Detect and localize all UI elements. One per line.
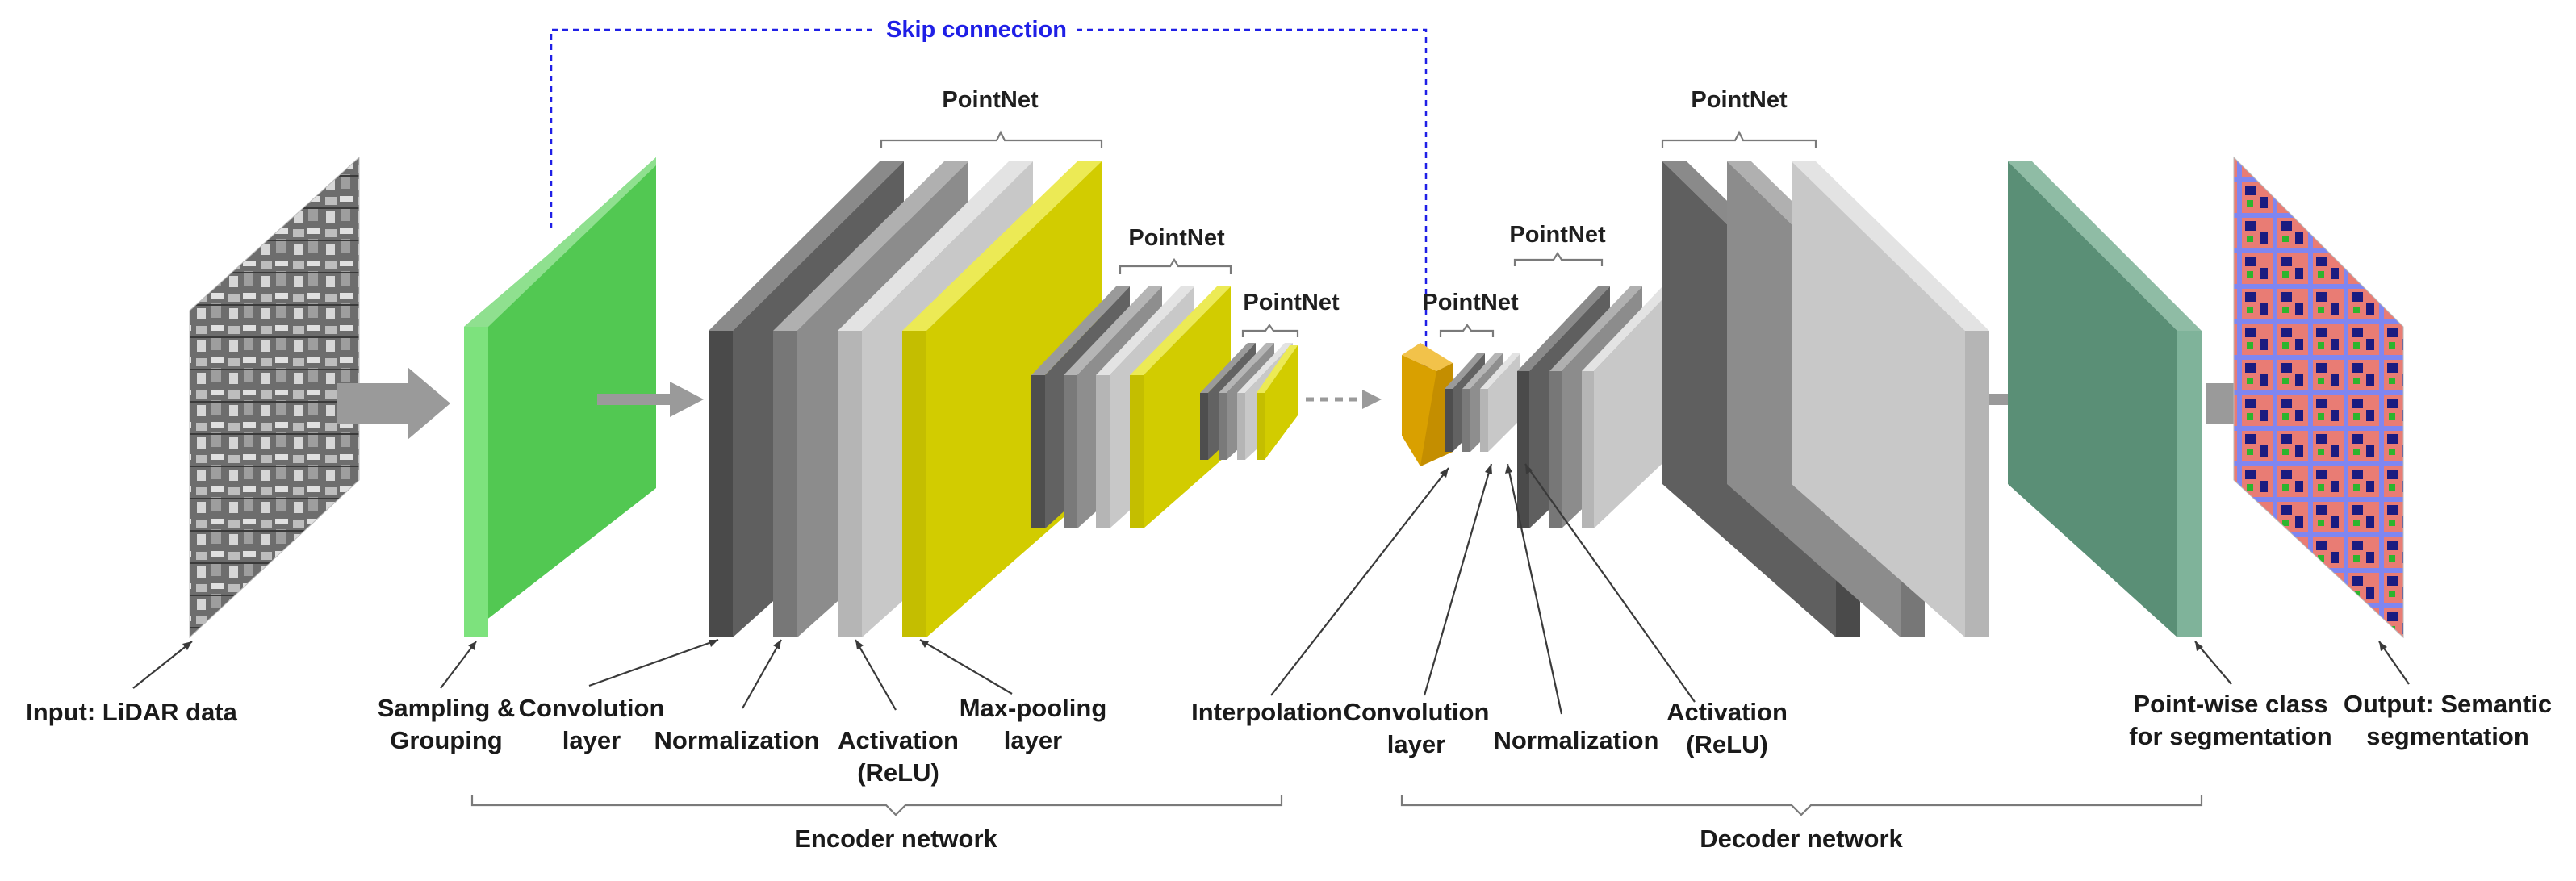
label-dec-conv-2: layer — [1387, 730, 1445, 758]
skip-connection: Skip connection — [550, 11, 1436, 374]
flow-arrow-dotted — [1306, 390, 1382, 409]
flow-arrow — [597, 382, 704, 417]
pointnet-label: PointNet — [1691, 87, 1788, 113]
pointwise-class-layer — [2008, 161, 2202, 637]
label-input: Input: LiDAR data — [26, 698, 238, 726]
label-sampling-1: Sampling & — [378, 694, 516, 722]
component-labels: Input: LiDAR data Sampling & Grouping Co… — [26, 690, 2552, 787]
decoder-block-2 — [1517, 286, 1675, 528]
label-maxpool-2: layer — [1004, 726, 1062, 754]
label-dec-conv-1: Convolution — [1344, 698, 1490, 726]
maxpool-layer-slab — [902, 161, 1102, 637]
pointnet-brace-4: PointNet — [1422, 290, 1519, 337]
pointnet-label: PointNet — [1128, 225, 1225, 251]
output-segmentation-image — [2233, 156, 2404, 639]
pointnet-brace-1: PointNet — [880, 87, 1103, 148]
label-dec-act-2: (ReLU) — [1686, 730, 1768, 758]
pointnet-brace-5: PointNet — [1509, 222, 1606, 266]
label-maxpool-1: Max-pooling — [960, 694, 1107, 722]
skip-connection-label: Skip connection — [886, 17, 1067, 43]
label-enc-act-2: (ReLU) — [857, 758, 939, 787]
pointnet-label: PointNet — [1243, 290, 1340, 315]
pointnet-label: PointNet — [1422, 290, 1519, 315]
decoder-section: Decoder network — [1400, 795, 2203, 853]
decoder-network-label: Decoder network — [1700, 825, 1903, 853]
sampling-grouping-layer — [464, 157, 656, 637]
label-interpolation: Interpolation — [1191, 698, 1343, 726]
pointnet-brace-3: PointNet — [1241, 290, 1340, 337]
label-dec-act-1: Activation — [1666, 698, 1788, 726]
label-output-1: Output: Semantic — [2344, 690, 2552, 718]
label-enc-act-1: Activation — [838, 726, 959, 754]
input-lidar-image — [189, 156, 360, 639]
label-enc-conv-2: layer — [562, 726, 621, 754]
decoder-block-3 — [1662, 161, 1989, 637]
label-pointwise-1: Point-wise class — [2133, 690, 2327, 718]
label-enc-norm: Normalization — [654, 726, 820, 754]
decoder-block-1 — [1445, 353, 1520, 452]
label-pointwise-2: for segmentation — [2129, 722, 2331, 750]
encoder-section: Encoder network — [470, 795, 1283, 853]
flow-arrow — [337, 367, 450, 440]
label-sampling-2: Grouping — [390, 726, 502, 754]
pointnet-label: PointNet — [1509, 222, 1606, 248]
encoder-network-label: Encoder network — [794, 825, 997, 853]
encoder-block-1 — [709, 161, 1102, 637]
label-output-2: segmentation — [2366, 722, 2529, 750]
pointnet-brace-6: PointNet — [1661, 87, 1817, 148]
encoder-block-2 — [1031, 286, 1231, 528]
pointnet-brace-2: PointNet — [1119, 225, 1232, 274]
pointnet-label: PointNet — [942, 87, 1039, 113]
callout-lines — [132, 463, 2410, 715]
label-enc-conv-1: Convolution — [519, 694, 665, 722]
encoder-block-3 — [1200, 343, 1298, 460]
label-dec-norm: Normalization — [1494, 726, 1659, 754]
